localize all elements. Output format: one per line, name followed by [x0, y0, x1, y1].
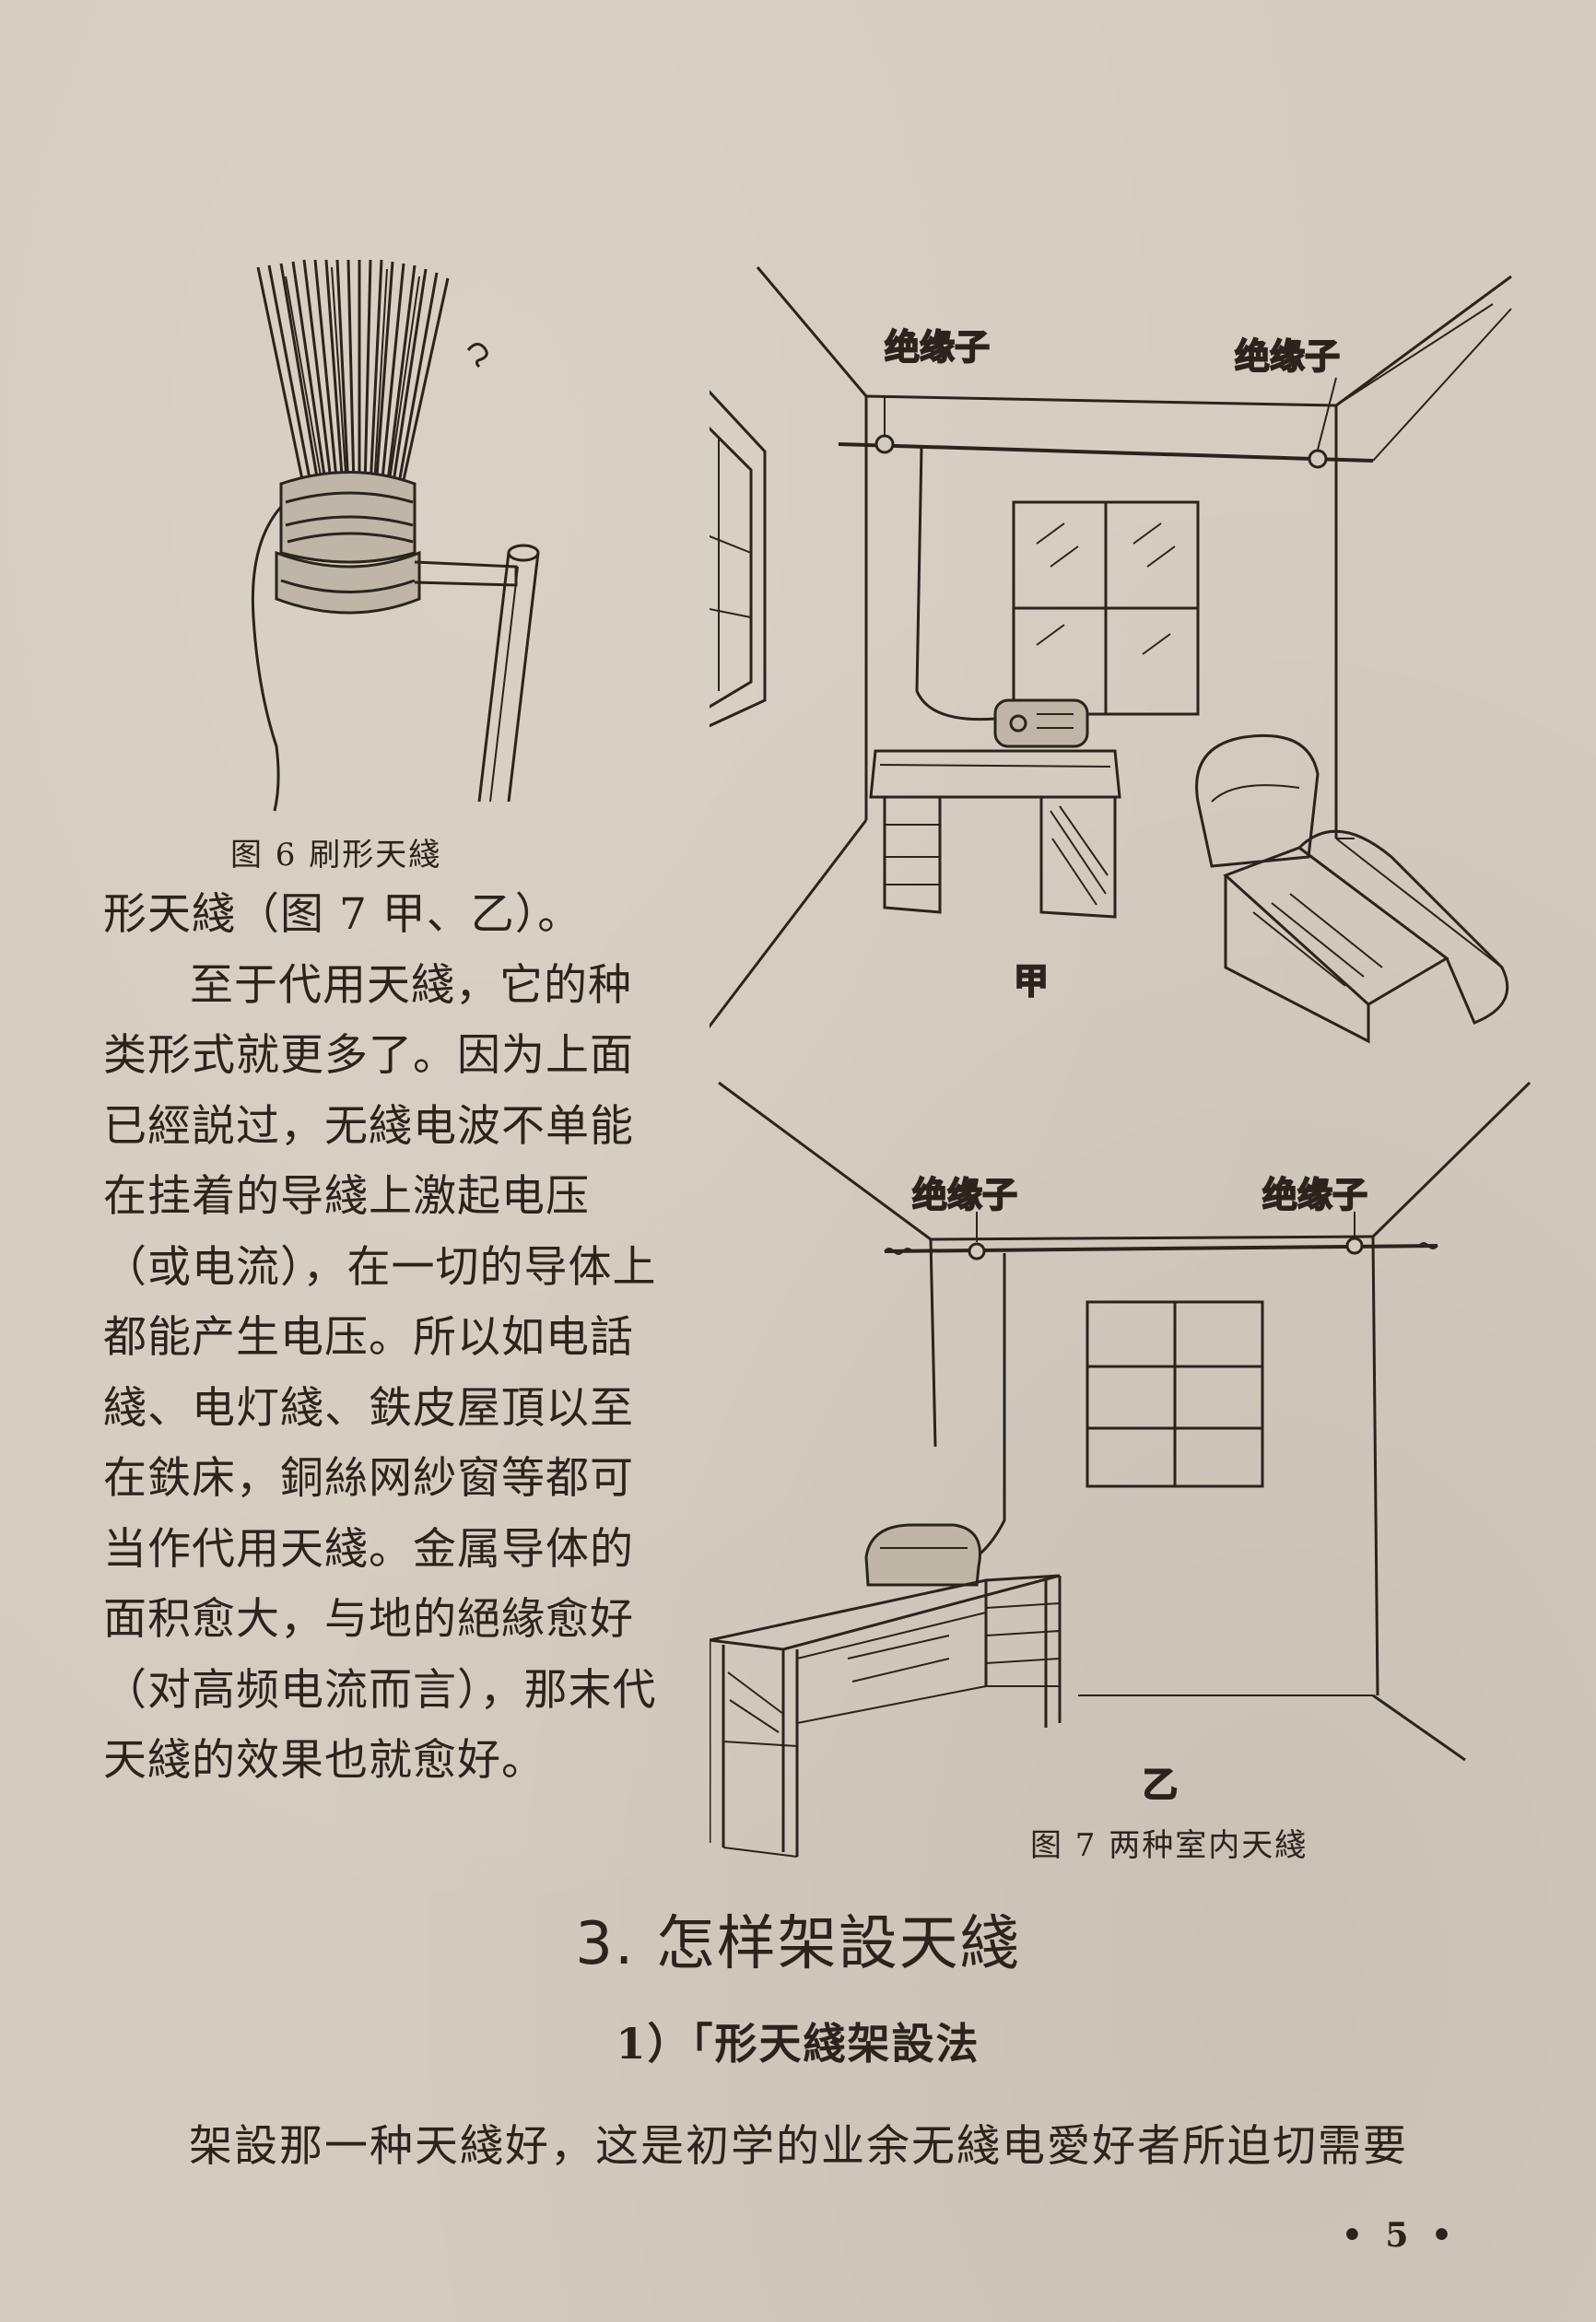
insulator-label: 绝缘子 [885, 327, 990, 368]
insulator-icon [874, 434, 895, 454]
insulator-label: 绝缘子 [912, 1175, 1017, 1215]
figure-6-brush-antenna [251, 259, 540, 812]
body-line-continued: 架設那一种天綫好，这是初学的业余无綫电愛好者所迫切需要 [189, 2121, 1408, 2172]
figure-7-label-b: 乙 [1143, 1765, 1178, 1805]
body-line: 在挂着的导綫上激起电压 [103, 1171, 590, 1222]
page-number: • 5 • [1341, 2216, 1458, 2255]
brush-clamp [275, 471, 421, 615]
body-line: 形天綫（图 7 甲、乙）。 [103, 889, 582, 940]
body-line: 綫、电灯綫、鉄皮屋頂以至 [103, 1382, 634, 1434]
figure-7-label-a: 甲 [1014, 961, 1049, 1002]
body-line: 天綫的效果也就愈好。 [103, 1735, 546, 1786]
insulator-icon [1345, 1237, 1364, 1255]
body-line: 都能产生电压。所以如电話 [103, 1312, 634, 1363]
figure-7-caption: 图 7 两种室内天綫 [1030, 1827, 1308, 1864]
ink-mark [466, 343, 488, 369]
body-line: 至于代用天綫，它的种 [190, 959, 632, 1011]
brush-bristles [256, 259, 450, 489]
insulator-label: 绝缘子 [1262, 1175, 1367, 1215]
body-line: （对高频电流而言），那末代 [103, 1664, 657, 1716]
body-line: 当作代用天綫。金属导体的 [103, 1523, 634, 1575]
lead-wire [251, 506, 283, 812]
body-line: 已經説过，无綫电波不单能 [103, 1100, 634, 1152]
body-line: 在鉄床，銅絲网紗窗等都可 [103, 1453, 634, 1504]
section-title: 3. 怎样架設天綫 [575, 1910, 1021, 1978]
room-a: 绝缘子 绝缘子 甲 [710, 266, 1512, 1044]
body-text: 形天綫（图 7 甲、乙）。 至于代用天綫，它的种 类形式就更多了。因为上面 已經… [103, 880, 693, 1797]
insulator-icon [1308, 449, 1328, 469]
mount-bar [414, 560, 518, 587]
mount-pole [477, 544, 540, 803]
figure-6-caption: 图 6 刷形天綫 [230, 837, 442, 874]
insulator-label: 绝缘子 [1235, 336, 1340, 377]
body-line: （或电流），在一切的导体上 [103, 1241, 657, 1293]
insulator-icon [968, 1242, 986, 1261]
room-b: 绝缘子 绝缘子 乙 [710, 1081, 1531, 1858]
body-line: 类形式就更多了。因为上面 [103, 1030, 634, 1081]
body-line: 面积愈大，与地的絕緣愈好 [103, 1594, 634, 1645]
figure-7-indoor-antennas: 绝缘子 绝缘子 甲 [710, 266, 1531, 1858]
subsection-title: 1）「形天綫架設法 [616, 2019, 980, 2069]
